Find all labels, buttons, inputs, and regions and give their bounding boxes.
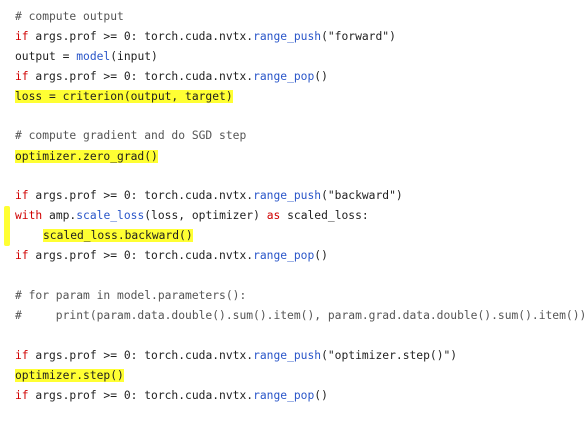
code-line: if args.prof >= 0: torch.cuda.nvtx.range… bbox=[15, 348, 457, 364]
code-line: if args.prof >= 0: torch.cuda.nvtx.range… bbox=[15, 69, 328, 85]
code-token: args.prof >= 0: torch.cuda.nvtx. bbox=[28, 349, 254, 362]
code-token: output = bbox=[15, 50, 77, 63]
code-line: with amp.scale_loss(loss, optimizer) as … bbox=[15, 208, 369, 224]
code-token: () bbox=[314, 70, 328, 83]
code-token: range_push bbox=[253, 30, 322, 43]
code-token: args.prof >= 0: torch.cuda.nvtx. bbox=[28, 70, 254, 83]
code-token: args.prof >= 0: torch.cuda.nvtx. bbox=[28, 30, 254, 43]
code-token: args.prof >= 0: torch.cuda.nvtx. bbox=[28, 249, 254, 262]
code-line: optimizer.step() bbox=[15, 368, 124, 384]
code-token: # compute gradient and do SGD step bbox=[15, 129, 247, 142]
code-line: # compute output bbox=[15, 9, 124, 25]
code-token: range_push bbox=[253, 349, 322, 362]
code-token: range_pop bbox=[253, 389, 315, 402]
code-token: if bbox=[15, 70, 29, 83]
highlighted-code: optimizer.step() bbox=[15, 369, 124, 382]
highlighted-code: optimizer.zero_grad() bbox=[15, 150, 158, 163]
code-text: if args.prof >= 0: torch.cuda.nvtx.range… bbox=[15, 189, 403, 202]
code-token: scaled_loss: bbox=[280, 209, 369, 222]
code-token: if bbox=[15, 349, 29, 362]
code-token: range_push bbox=[253, 189, 322, 202]
code-token: loss = criterion(output, target) bbox=[15, 90, 233, 103]
code-token: (input) bbox=[110, 50, 158, 63]
code-token: ("backward") bbox=[321, 189, 403, 202]
code-token: () bbox=[314, 249, 328, 262]
code-token: if bbox=[15, 389, 29, 402]
code-token: scaled_loss.backward() bbox=[43, 229, 193, 242]
code-line: if args.prof >= 0: torch.cuda.nvtx.range… bbox=[15, 29, 396, 45]
code-line: if args.prof >= 0: torch.cuda.nvtx.range… bbox=[15, 248, 328, 264]
code-token: # for param in model.parameters(): bbox=[15, 289, 247, 302]
code-text: if args.prof >= 0: torch.cuda.nvtx.range… bbox=[15, 30, 396, 43]
code-text: if args.prof >= 0: torch.cuda.nvtx.range… bbox=[15, 70, 328, 83]
code-line: # for param in model.parameters(): bbox=[15, 288, 246, 304]
code-line: scaled_loss.backward() bbox=[15, 228, 193, 244]
code-token: amp. bbox=[42, 209, 77, 222]
code-line: if args.prof >= 0: torch.cuda.nvtx.range… bbox=[15, 388, 328, 404]
code-line: # print(param.data.double().sum().item()… bbox=[15, 308, 586, 324]
code-line: output = model(input) bbox=[15, 49, 158, 65]
code-line: optimizer.zero_grad() bbox=[15, 149, 158, 165]
code-token: range_pop bbox=[253, 249, 315, 262]
code-token: if bbox=[15, 249, 29, 262]
code-token: model bbox=[76, 50, 111, 63]
code-token: ("forward") bbox=[321, 30, 396, 43]
code-token: args.prof >= 0: torch.cuda.nvtx. bbox=[28, 389, 254, 402]
code-text: # compute gradient and do SGD step bbox=[15, 129, 246, 142]
highlight-marker bbox=[4, 206, 10, 246]
code-text: with amp.scale_loss(loss, optimizer) as … bbox=[15, 209, 369, 222]
code-line: # compute gradient and do SGD step bbox=[15, 128, 246, 144]
highlighted-code: loss = criterion(output, target) bbox=[15, 90, 233, 103]
code-token: args.prof >= 0: torch.cuda.nvtx. bbox=[28, 189, 254, 202]
code-text: # for param in model.parameters(): bbox=[15, 289, 246, 302]
highlighted-code: scaled_loss.backward() bbox=[43, 229, 193, 242]
code-line: if args.prof >= 0: torch.cuda.nvtx.range… bbox=[15, 188, 403, 204]
code-text: output = model(input) bbox=[15, 50, 158, 63]
code-text: # print(param.data.double().sum().item()… bbox=[15, 309, 586, 322]
code-token: with bbox=[15, 209, 43, 222]
code-token: scale_loss bbox=[76, 209, 145, 222]
code-token: range_pop bbox=[253, 70, 315, 83]
code-token: optimizer.zero_grad() bbox=[15, 150, 158, 163]
code-text: if args.prof >= 0: torch.cuda.nvtx.range… bbox=[15, 389, 328, 402]
code-token: as bbox=[266, 209, 281, 222]
code-line: loss = criterion(output, target) bbox=[15, 89, 233, 105]
code-token: () bbox=[314, 389, 328, 402]
code-token: ("optimizer.step()") bbox=[321, 349, 458, 362]
code-text: if args.prof >= 0: torch.cuda.nvtx.range… bbox=[15, 349, 457, 362]
code-text: if args.prof >= 0: torch.cuda.nvtx.range… bbox=[15, 249, 328, 262]
code-token: optimizer.step() bbox=[15, 369, 124, 382]
code-text: # compute output bbox=[15, 10, 124, 23]
code-token: (loss, optimizer) bbox=[144, 209, 267, 222]
code-token: if bbox=[15, 189, 29, 202]
code-token: # compute output bbox=[15, 10, 124, 23]
code-token: if bbox=[15, 30, 29, 43]
code-token: # print(param.data.double().sum().item()… bbox=[15, 309, 586, 322]
